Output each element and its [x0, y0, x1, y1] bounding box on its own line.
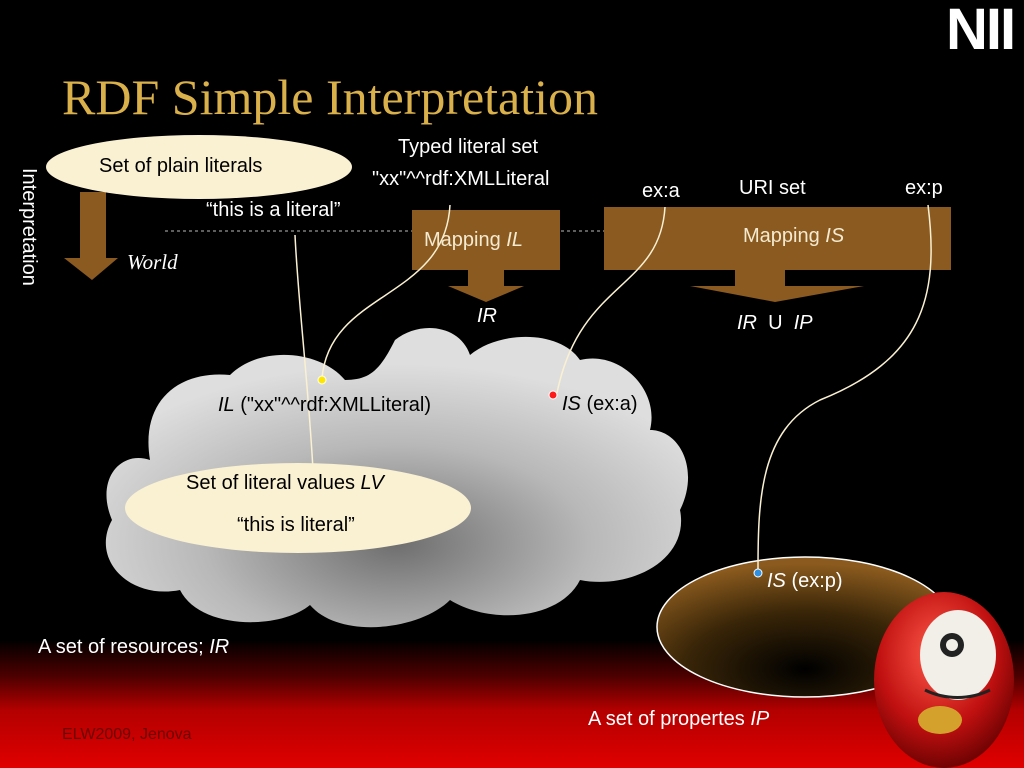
mapping-is-box — [604, 207, 951, 270]
footer-text: ELW2009, Jenova — [62, 726, 192, 743]
il-value-label: IL ("xx"^^rdf:XMLLiteral) — [218, 394, 432, 416]
ex-p-label: ex:p — [905, 177, 943, 199]
world-label: World — [127, 250, 178, 274]
daruma-doll-image — [874, 592, 1014, 768]
connector-plain-literal — [294, 234, 314, 471]
plain-literals-ellipse — [46, 135, 352, 199]
slide-title: RDF Simple Interpretation — [62, 69, 599, 125]
nii-logo: NII — [946, 0, 1016, 62]
mapping-is-label: Mapping IS — [743, 225, 845, 247]
mapping-il-output: IR — [477, 305, 497, 327]
typed-literal-example: "xx"^^rdf:XMLLiteral — [372, 168, 550, 190]
interpretation-label-container: Interpretation — [4, 168, 40, 318]
is-exp-label: IS (ex:p) — [767, 570, 843, 592]
mapping-il-box — [412, 210, 560, 270]
connector-typed-literal — [321, 204, 451, 379]
interpretation-label: Interpretation — [18, 168, 40, 286]
mapping-is-output: IR U IP — [737, 312, 813, 334]
mapping-is-arrow — [690, 270, 864, 302]
is-exa-label: IS (ex:a) — [562, 393, 638, 415]
mapping-il-label: Mapping IL — [424, 229, 523, 251]
resources-caption: A set of resources; IR — [38, 636, 230, 658]
mapping-il-arrow — [448, 270, 524, 302]
literal-values-example: “this is literal” — [237, 514, 355, 536]
plain-literal-example: “this is a literal” — [206, 199, 341, 221]
connector-ex-a — [556, 206, 666, 394]
literal-values-label: Set of literal values LV — [186, 472, 384, 494]
literal-values-ellipse — [125, 463, 471, 553]
uri-set-label: URI set — [739, 177, 806, 199]
typed-literal-label: Typed literal set — [398, 136, 539, 158]
connector-ex-p — [757, 204, 932, 571]
interpretation-arrow — [64, 192, 118, 280]
resource-exa-dot — [548, 390, 558, 400]
literal-value-dot — [317, 375, 327, 385]
property-exp-dot — [753, 568, 763, 578]
plain-literals-label: Set of plain literals — [99, 155, 263, 177]
properties-caption: A set of propertes IP — [588, 708, 770, 730]
ex-a-label: ex:a — [642, 180, 680, 202]
